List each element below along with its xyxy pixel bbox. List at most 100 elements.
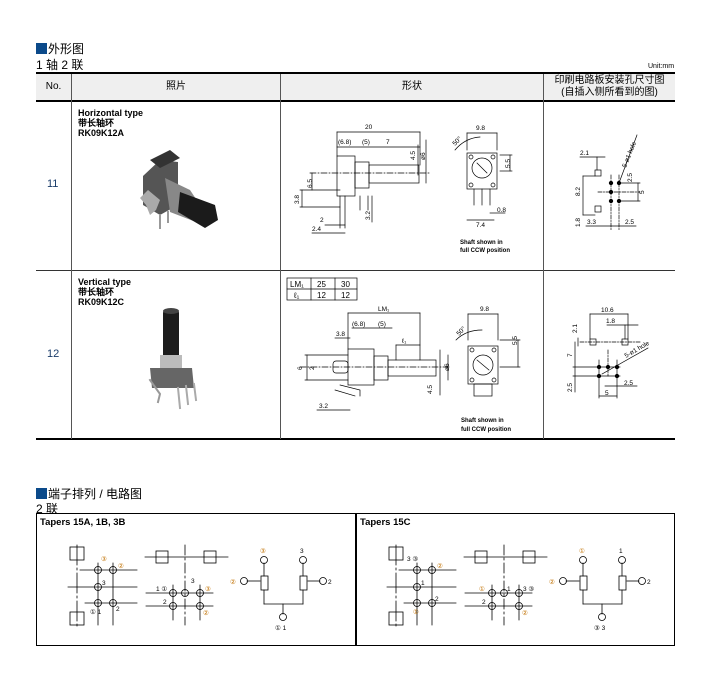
section-title-text: 端子排列 / 电路图 bbox=[48, 487, 143, 501]
section-terminal-title: 端子排列 / 电路图 bbox=[36, 485, 142, 502]
lm-table bbox=[286, 277, 358, 301]
dim-label: 2.4 bbox=[312, 226, 321, 233]
dim-label: 2 bbox=[309, 366, 316, 370]
row-number: 11 bbox=[47, 178, 59, 190]
lm-table-cell: 25 bbox=[317, 280, 326, 289]
terminal-label: 1 bbox=[619, 548, 623, 555]
dim-label: ℓ₁ bbox=[402, 338, 407, 345]
dim-label: 5.5 bbox=[505, 159, 512, 168]
terminal-label: 2 bbox=[116, 606, 120, 613]
section-outline-title: 外形图 bbox=[36, 40, 84, 57]
shape-dimensions-vertical: LM₁ (6.8) (5) 3.8 ℓ₁ 6 2 ø6 4.5 3.2 9.8 … bbox=[297, 306, 519, 433]
lm-table-cell: 30 bbox=[341, 280, 350, 289]
product-desc: 带长轴环 bbox=[78, 287, 115, 297]
terminal-label: ③ bbox=[101, 555, 107, 563]
section-marker-icon bbox=[36, 43, 47, 54]
taper-panel-2 bbox=[355, 513, 675, 646]
dim-label: 3.8 bbox=[294, 195, 301, 204]
pcb-dimensions-vertical: 10.6 1.8 2.1 7 2.5 2.5 5 5-ø1 hole bbox=[567, 307, 651, 397]
terminal-label: ③ bbox=[205, 585, 211, 593]
terminal-label: 2 bbox=[163, 599, 167, 606]
unit-label: Unit:mm bbox=[648, 63, 675, 70]
product-model: RK09K12C bbox=[78, 297, 125, 307]
header-shape: 形状 bbox=[281, 74, 543, 100]
shaft-caption: Shaft shown in bbox=[460, 240, 503, 246]
terminal-label: ① 1 bbox=[275, 624, 287, 632]
hole-label: 5-ø1 hole bbox=[624, 340, 652, 360]
product-info: Horizontal type 带长轴环 RK09K12A bbox=[78, 108, 143, 138]
product-type: Horizontal type bbox=[78, 108, 144, 118]
header-bottom-rule bbox=[36, 100, 675, 102]
terminal-label: 2 bbox=[435, 596, 439, 603]
terminal-label: ② bbox=[203, 609, 209, 617]
dim-label: ø6 bbox=[444, 363, 451, 371]
product-info: Vertical type 带长轴环 RK09K12C bbox=[78, 277, 131, 307]
dim-label: 10.6 bbox=[601, 307, 614, 314]
terminal-label: ③ 3 bbox=[594, 624, 606, 632]
dim-label: 7 bbox=[567, 353, 574, 357]
terminal-label: ③ bbox=[260, 547, 266, 555]
terminal-label: 3 bbox=[102, 580, 106, 587]
dim-label: 2 bbox=[320, 217, 324, 224]
dim-label: 1.8 bbox=[575, 218, 582, 227]
shaft-caption: full CCW position bbox=[461, 427, 511, 433]
dim-label: LM₁ bbox=[378, 306, 390, 313]
dim-label: 3.8 bbox=[336, 331, 345, 338]
dim-label: 50° bbox=[451, 135, 464, 148]
dim-label: 4.5 bbox=[410, 151, 417, 160]
terminal-label: 3 bbox=[191, 578, 195, 585]
shaft-caption: Shaft shown in bbox=[461, 418, 504, 424]
terminal-label: ② bbox=[437, 562, 443, 570]
pcb-layout-vertical bbox=[572, 313, 649, 399]
terminal-diagram-panel-1: ③ ② 3 ① 1 2 1 ① 3 ③ 2 ② ③ 3 ② 2 ① 1 bbox=[67, 544, 332, 632]
dim-label: 0.8 bbox=[497, 207, 506, 214]
terminal-label: ① 1 bbox=[90, 608, 102, 616]
hole-label: 5-ø1 hole bbox=[621, 140, 638, 168]
dim-label: 5 bbox=[639, 190, 646, 194]
photo-vertical-potentiometer bbox=[148, 308, 198, 410]
dim-label: 2.5 bbox=[625, 219, 634, 226]
header-pcb: 印刷电路板安装孔尺寸图(自插入侧所看到的图) bbox=[544, 74, 675, 100]
photo-horizontal-potentiometer bbox=[140, 150, 218, 229]
dim-label: (6.8) bbox=[352, 321, 365, 328]
dim-label: 2.5 bbox=[624, 380, 633, 387]
terminal-label: ② bbox=[118, 562, 124, 570]
dim-label: 9.8 bbox=[480, 306, 489, 313]
section-title-text: 外形图 bbox=[48, 42, 85, 56]
dim-label: 2.5 bbox=[627, 173, 634, 182]
header-no: No. bbox=[36, 74, 71, 100]
section-marker-icon bbox=[36, 488, 47, 499]
terminal-label: 1 bbox=[421, 580, 425, 587]
terminal-label: ① bbox=[413, 608, 419, 616]
dim-label: 1.8 bbox=[606, 318, 615, 325]
terminal-label: ② bbox=[230, 578, 236, 586]
dim-label: 3.2 bbox=[319, 403, 328, 410]
product-type: Vertical type bbox=[78, 277, 132, 287]
section-terminal-subtitle: 2 联 bbox=[36, 502, 59, 516]
terminal-label: ① bbox=[579, 547, 585, 555]
terminal-label: 2 bbox=[647, 579, 651, 586]
dim-label: (6.8) bbox=[338, 139, 351, 146]
dim-label: 50° bbox=[455, 325, 468, 338]
taper-title: Tapers 15A, 1B, 3B bbox=[40, 517, 126, 528]
terminal-label: 2 bbox=[328, 579, 332, 586]
dim-label: 6.5 bbox=[307, 179, 314, 188]
pcb-layout-horizontal bbox=[579, 134, 641, 231]
col-divider bbox=[71, 74, 72, 439]
dim-label: 3.2 bbox=[365, 211, 372, 220]
shaft-caption: full CCW position bbox=[460, 248, 510, 254]
terminal-diagram-panel-2: 3 ③ ② 1 ① 2 ① 1 3 ③ 2 ② ① 1 ② 2 ③ 3 bbox=[386, 544, 651, 632]
section-outline-subtitle: 1 轴 2 联 bbox=[36, 58, 84, 72]
col-divider bbox=[280, 74, 281, 439]
table-bottom-rule bbox=[36, 438, 675, 440]
dim-label: 5.5 bbox=[512, 336, 519, 345]
terminal-label: 2 bbox=[482, 599, 486, 606]
terminal-label: 3 ③ bbox=[407, 555, 418, 563]
shape-drawing-horizontal bbox=[299, 131, 513, 234]
lm-table-cell: 12 bbox=[317, 291, 326, 300]
header-pcb-line1: 印刷电路板安装孔尺寸图 bbox=[554, 75, 665, 86]
lm-table-cell: 12 bbox=[341, 291, 350, 300]
dim-label: 9.8 bbox=[476, 125, 485, 132]
